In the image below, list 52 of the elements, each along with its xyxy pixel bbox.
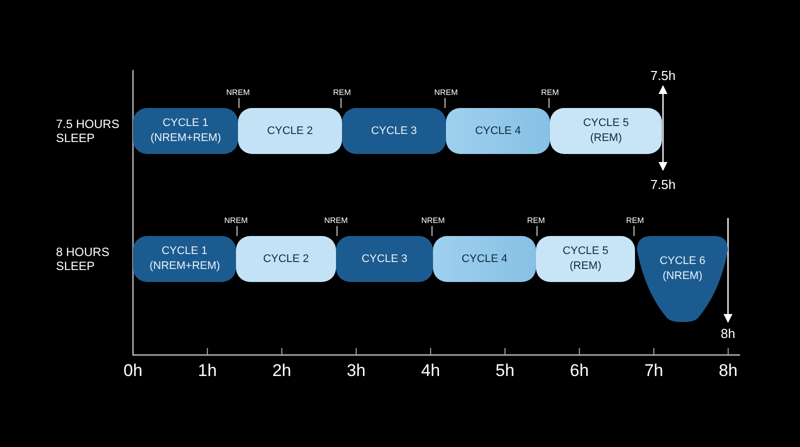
leader-line (236, 226, 238, 236)
cycle-box (236, 236, 336, 282)
duration-label: 8h (720, 326, 736, 342)
axis-tick-label: 7h (644, 361, 664, 382)
cycle-label: CYCLE 3 (370, 124, 418, 138)
axis-tick-label: 0h (124, 361, 142, 382)
leader-line (444, 98, 446, 108)
sleep-stage-label: NREM (434, 88, 458, 98)
leader-line (336, 226, 338, 236)
cycle-box (133, 236, 236, 282)
axis-tick-label: 8h (718, 361, 738, 382)
duration-label: 7.5h (650, 68, 676, 84)
sleep-stage-label: REM (626, 216, 644, 226)
cycle-box (433, 236, 536, 282)
cycle-box (238, 108, 342, 154)
axis-tick-label: 3h (346, 361, 366, 382)
cycle-label: CYCLE 5 (REM) (582, 116, 630, 146)
cycle-label: CYCLE 4 (474, 124, 522, 138)
cycle-box (536, 236, 635, 282)
row-label: 7.5 HOURS SLEEP (56, 117, 120, 146)
cycle-label: CYCLE 5 (REM) (562, 244, 610, 274)
cycle-label: CYCLE 3 (360, 252, 408, 266)
sleep-stage-label: NREM (324, 216, 348, 226)
sleep-stage-label: NREM (224, 216, 248, 226)
cycle-shape (637, 236, 728, 322)
axis-tick-label: 4h (421, 361, 440, 382)
cycle-box (446, 108, 550, 154)
axis-tick-label: 1h (198, 361, 217, 382)
cycle-box (336, 236, 433, 282)
cycle-box (342, 108, 446, 154)
row-label: 8 HOURS SLEEP (56, 245, 110, 274)
cycle-label: CYCLE 6 (NREM) (658, 254, 706, 284)
cycle-label: CYCLE 1 (NREM+REM) (150, 116, 222, 146)
sleep-stage-label: NREM (421, 216, 445, 226)
cycle-box (550, 108, 662, 154)
sleep-stage-label: NREM (226, 88, 250, 98)
sleep-stage-label: REM (541, 88, 559, 98)
axis-tick-label: 6h (570, 361, 589, 382)
leader-line (340, 98, 342, 108)
duration-label: 7.5h (650, 177, 676, 193)
cycle-label: CYCLE 4 (460, 252, 508, 266)
axis-tick-label: 5h (496, 361, 514, 382)
leader-line (548, 98, 550, 108)
cycle-label: CYCLE 1 (NREM+REM) (148, 244, 222, 274)
axis-tick-label: 2h (272, 361, 292, 382)
leader-line (536, 226, 538, 236)
sleep-stage-label: REM (333, 88, 351, 98)
cycle-box (133, 108, 238, 154)
sleep-stage-label: REM (527, 216, 545, 226)
cycle-label: CYCLE 2 (262, 252, 310, 266)
cycle-label: CYCLE 2 (266, 124, 314, 138)
leader-line (238, 98, 240, 108)
